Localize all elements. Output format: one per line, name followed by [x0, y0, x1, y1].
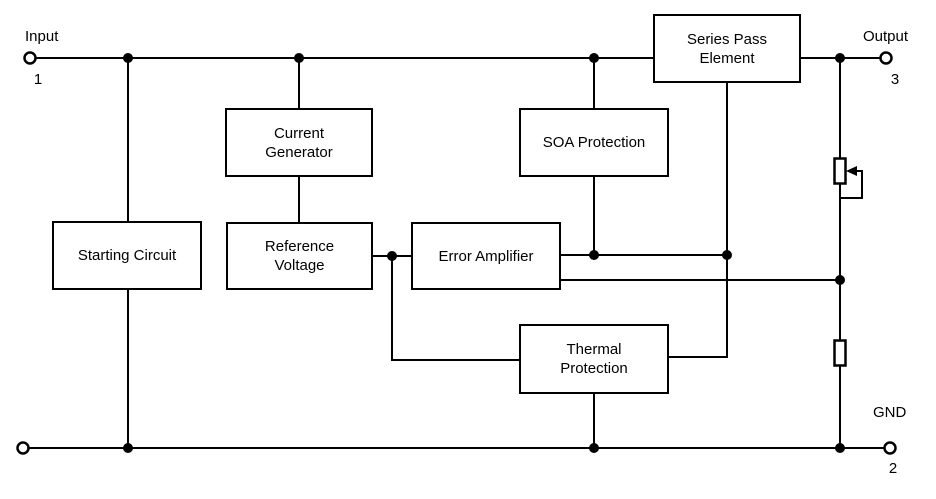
block-reference-voltage: Reference Voltage — [226, 222, 373, 290]
junction-dot — [589, 53, 599, 63]
wiper-arrow-icon — [846, 166, 857, 176]
junction-dot — [387, 251, 397, 261]
block-series-pass-element: Series Pass Element — [653, 14, 801, 83]
junction-dot — [589, 250, 599, 260]
junction-dot — [294, 53, 304, 63]
wire-reference-to-thermal — [391, 256, 520, 361]
block-label: Current Generator — [265, 124, 333, 161]
resistor-icon — [833, 339, 847, 367]
wire-wiper-loop — [841, 170, 863, 199]
block-soa-protection: SOA Protection — [519, 108, 669, 177]
terminal-ground — [883, 441, 897, 455]
block-error-amplifier: Error Amplifier — [411, 222, 561, 290]
output-pin-number: 3 — [890, 71, 900, 88]
block-label: Thermal Protection — [560, 341, 628, 377]
junction-dot — [123, 443, 133, 453]
block-thermal-protection: Thermal Protection — [519, 324, 669, 394]
adjustable-resistor-body — [833, 157, 847, 185]
output-terminal-label: Output — [863, 28, 909, 45]
block-label: Series Pass Element — [686, 30, 768, 67]
junction-dot — [835, 443, 845, 453]
input-pin-number: 1 — [33, 71, 43, 88]
resistor-body — [833, 339, 847, 367]
wire-series-pass-drive — [668, 82, 728, 358]
block-label: Reference Voltage — [264, 238, 335, 274]
block-current-generator: Current Generator — [225, 108, 373, 177]
block-label: SOA Protection — [542, 134, 646, 151]
adjustable-resistor-icon — [833, 157, 857, 185]
block-label: Error Amplifier — [438, 247, 534, 265]
ground-terminal-label: GND — [873, 404, 907, 421]
junction-dot — [589, 443, 599, 453]
junction-dot — [835, 53, 845, 63]
block-label: Starting Circuit — [77, 247, 177, 264]
input-terminal-label: Input — [25, 28, 59, 45]
terminal-input — [23, 51, 37, 65]
junction-dot — [123, 53, 133, 63]
junction-dot — [722, 250, 732, 260]
block-starting-circuit: Starting Circuit — [52, 221, 202, 290]
terminal-bottom-left — [16, 441, 30, 455]
junction-dot — [835, 275, 845, 285]
terminal-output — [879, 51, 893, 65]
ground-pin-number: 2 — [888, 460, 898, 477]
